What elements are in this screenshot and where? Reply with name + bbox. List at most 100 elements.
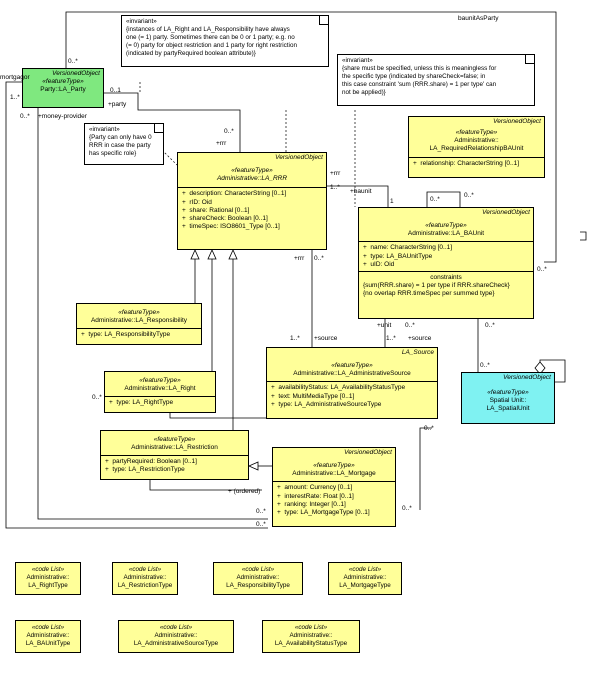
codelist-right-type[interactable]: «code List» Administrative:: LA_RightTyp…	[15, 562, 81, 595]
class-la-responsibility[interactable]: «featureType» Administrative::LA_Respons…	[76, 303, 202, 345]
codelist-name: LA_RightType	[28, 582, 68, 590]
label-multiplicity: 0..*	[430, 196, 440, 203]
class-la-mortgage[interactable]: VersionedObject «featureType» Administra…	[272, 447, 396, 527]
note-title: «invariant»	[342, 57, 373, 64]
codelist-package: Administrative::	[26, 574, 70, 582]
codelist-name: LA_RestrictionType	[117, 582, 173, 590]
note-corner	[154, 124, 163, 133]
class-versioned-label: VersionedObject	[493, 118, 541, 125]
class-stereotype: «featureType»	[118, 309, 160, 316]
attribute: + type: LA_AdministrativeSourceType	[271, 400, 382, 408]
codelist-name: LA_BAUnitType	[25, 640, 71, 648]
class-attributes: + description: CharacterString [0..1] + …	[178, 187, 326, 233]
codelist-stereotype: «code List»	[31, 624, 65, 631]
class-party[interactable]: VersionedObject «featureType» Party::LA_…	[22, 68, 104, 108]
label-multiplicity: 0..*	[20, 113, 30, 120]
class-la-administrative-source[interactable]: LA_Source «featureType» Administrative::…	[266, 347, 438, 419]
note-line: the specific type (indicated by shareChe…	[342, 73, 486, 81]
gen-arrow-3	[228, 249, 238, 260]
line-money-provider	[37, 104, 268, 520]
label-role: +source	[408, 335, 432, 342]
class-name: Party::LA_Party	[40, 86, 86, 94]
label-multiplicity: 0..*	[405, 322, 415, 329]
attribute: + text: MultiMediaType [0..1]	[271, 392, 355, 400]
codelist-stereotype: «code List»	[31, 566, 65, 573]
class-stereotype: «featureType»	[455, 129, 498, 137]
attribute: + name: CharacterString [0..1]	[363, 244, 453, 252]
attribute: + uID: Oid	[363, 260, 395, 268]
codelist-stereotype: «code List»	[294, 624, 328, 631]
class-spatial-unit[interactable]: VersionedObject «featureType» Spatial Un…	[461, 372, 555, 424]
line-mortgagor	[5, 81, 268, 529]
codelist-name: LA_AvailabilityStatusType	[274, 640, 348, 648]
codelist-availability-status-type[interactable]: «code List» Administrative:: LA_Availabi…	[262, 620, 360, 653]
label-multiplicity: 0..*	[92, 394, 102, 401]
label-multiplicity: 0..*	[485, 322, 495, 329]
note-title: «invariant»	[89, 126, 120, 133]
class-attributes: + type: LA_RightType	[105, 396, 215, 409]
class-name: Administrative::LA_Responsibility	[90, 317, 188, 325]
note-title: «invariant»	[126, 18, 157, 25]
label-role: +unit	[377, 322, 392, 329]
class-attributes: + name: CharacterString [0..1] + type: L…	[359, 241, 533, 270]
codelist-package: Administrative::	[123, 574, 167, 582]
gen-arrow-2	[207, 249, 217, 260]
label-multiplicity: 1..*	[386, 335, 396, 342]
class-required-relationship[interactable]: VersionedObject «featureType» Administra…	[408, 116, 545, 178]
codelist-baunit-type[interactable]: «code List» Administrative:: LA_BAUnitTy…	[15, 620, 81, 653]
attribute: + description: CharacterString [0..1]	[182, 190, 287, 198]
class-stereotype: «featureType»	[139, 377, 181, 384]
codelist-name: LA_AdministrativeSourceType	[133, 640, 219, 648]
class-la-restriction[interactable]: «featureType» Administrative::LA_Restric…	[100, 430, 249, 480]
class-name: Administrative::LA_Right	[124, 385, 196, 393]
label-role: +rrr	[216, 140, 227, 147]
class-la-baunit[interactable]: VersionedObject «featureType» Administra…	[358, 207, 534, 319]
line-baunit-as-party	[65, 11, 557, 263]
class-name-package: Spatial Unit::	[489, 397, 527, 405]
constraint: {no overlap RRR.timeSpec per summed type…	[363, 290, 495, 297]
class-stereotype: «featureType»	[487, 389, 529, 397]
attribute: + ranking: Integer [0..1]	[277, 500, 346, 508]
class-stereotype: «featureType»	[42, 78, 84, 86]
class-attributes: + relationship: CharacterString [0..1]	[409, 156, 544, 170]
attribute: + rID: Oid	[182, 198, 212, 206]
note-line: (indicated by partyRequired boolean attr…	[126, 50, 256, 58]
class-versioned-label: VersionedObject	[503, 374, 551, 381]
codelist-name: LA_ResponsibilityType	[226, 582, 290, 590]
codelist-responsibility-type[interactable]: «code List» Administrative:: LA_Responsi…	[213, 562, 303, 595]
class-stereotype: «featureType»	[231, 167, 273, 175]
invariant-note-2: «invariant» {share must be specified, un…	[337, 54, 535, 106]
label-multiplicity: 0..*	[224, 128, 234, 135]
label-multiplicity: 1..*	[330, 184, 340, 191]
label-baunit-as-party: baunitAsParty	[458, 15, 499, 22]
label-role: +party	[108, 101, 127, 108]
class-name: Administrative::LA_Mortgage	[292, 470, 376, 478]
class-attributes: + partyRequired: Boolean [0..1] + type: …	[101, 455, 248, 476]
attribute: + shareCheck: Boolean [0..1]	[182, 214, 268, 222]
class-name: Administrative::LA_RRR	[216, 175, 288, 183]
class-la-right[interactable]: «featureType» Administrative::LA_Right +…	[104, 371, 216, 413]
line-required-relationship	[426, 191, 461, 207]
codelist-package: Administrative::	[236, 574, 280, 582]
label-multiplicity: 1..*	[290, 335, 300, 342]
codelist-mortgage-type[interactable]: «code List» Administrative:: LA_Mortgage…	[328, 562, 402, 595]
note-line: not be applied)}	[342, 89, 386, 97]
class-constraints: constraints {sum(RRR.share) = 1 per type…	[359, 270, 533, 300]
label-multiplicity: 0..*	[256, 508, 266, 515]
label-role: +rrr	[294, 255, 305, 262]
class-attributes: + type: LA_ResponsibilityType	[77, 328, 201, 341]
note-corner	[319, 16, 328, 25]
codelist-stereotype: «code List»	[128, 566, 162, 573]
codelist-administrative-source-type[interactable]: «code List» Administrative:: LA_Administ…	[118, 620, 234, 653]
codelist-restriction-type[interactable]: «code List» Administrative:: LA_Restrict…	[112, 562, 178, 595]
label-multiplicity: 1	[390, 198, 394, 205]
class-name: LA_RequiredRelationshipBAUnit	[429, 145, 524, 153]
label-multiplicity: 1..*	[10, 94, 20, 101]
codelist-package: Administrative::	[26, 632, 70, 640]
label-role: +rrr	[330, 170, 341, 177]
label-multiplicity: 0..*	[480, 362, 490, 369]
class-la-rrr[interactable]: VersionedObject «featureType» Administra…	[177, 152, 327, 250]
label-mortgagor: mortgagor	[0, 74, 30, 81]
gen-arrow-1	[190, 249, 200, 260]
invariant-note-1: «invariant» {instances of LA_Right and L…	[121, 15, 329, 67]
